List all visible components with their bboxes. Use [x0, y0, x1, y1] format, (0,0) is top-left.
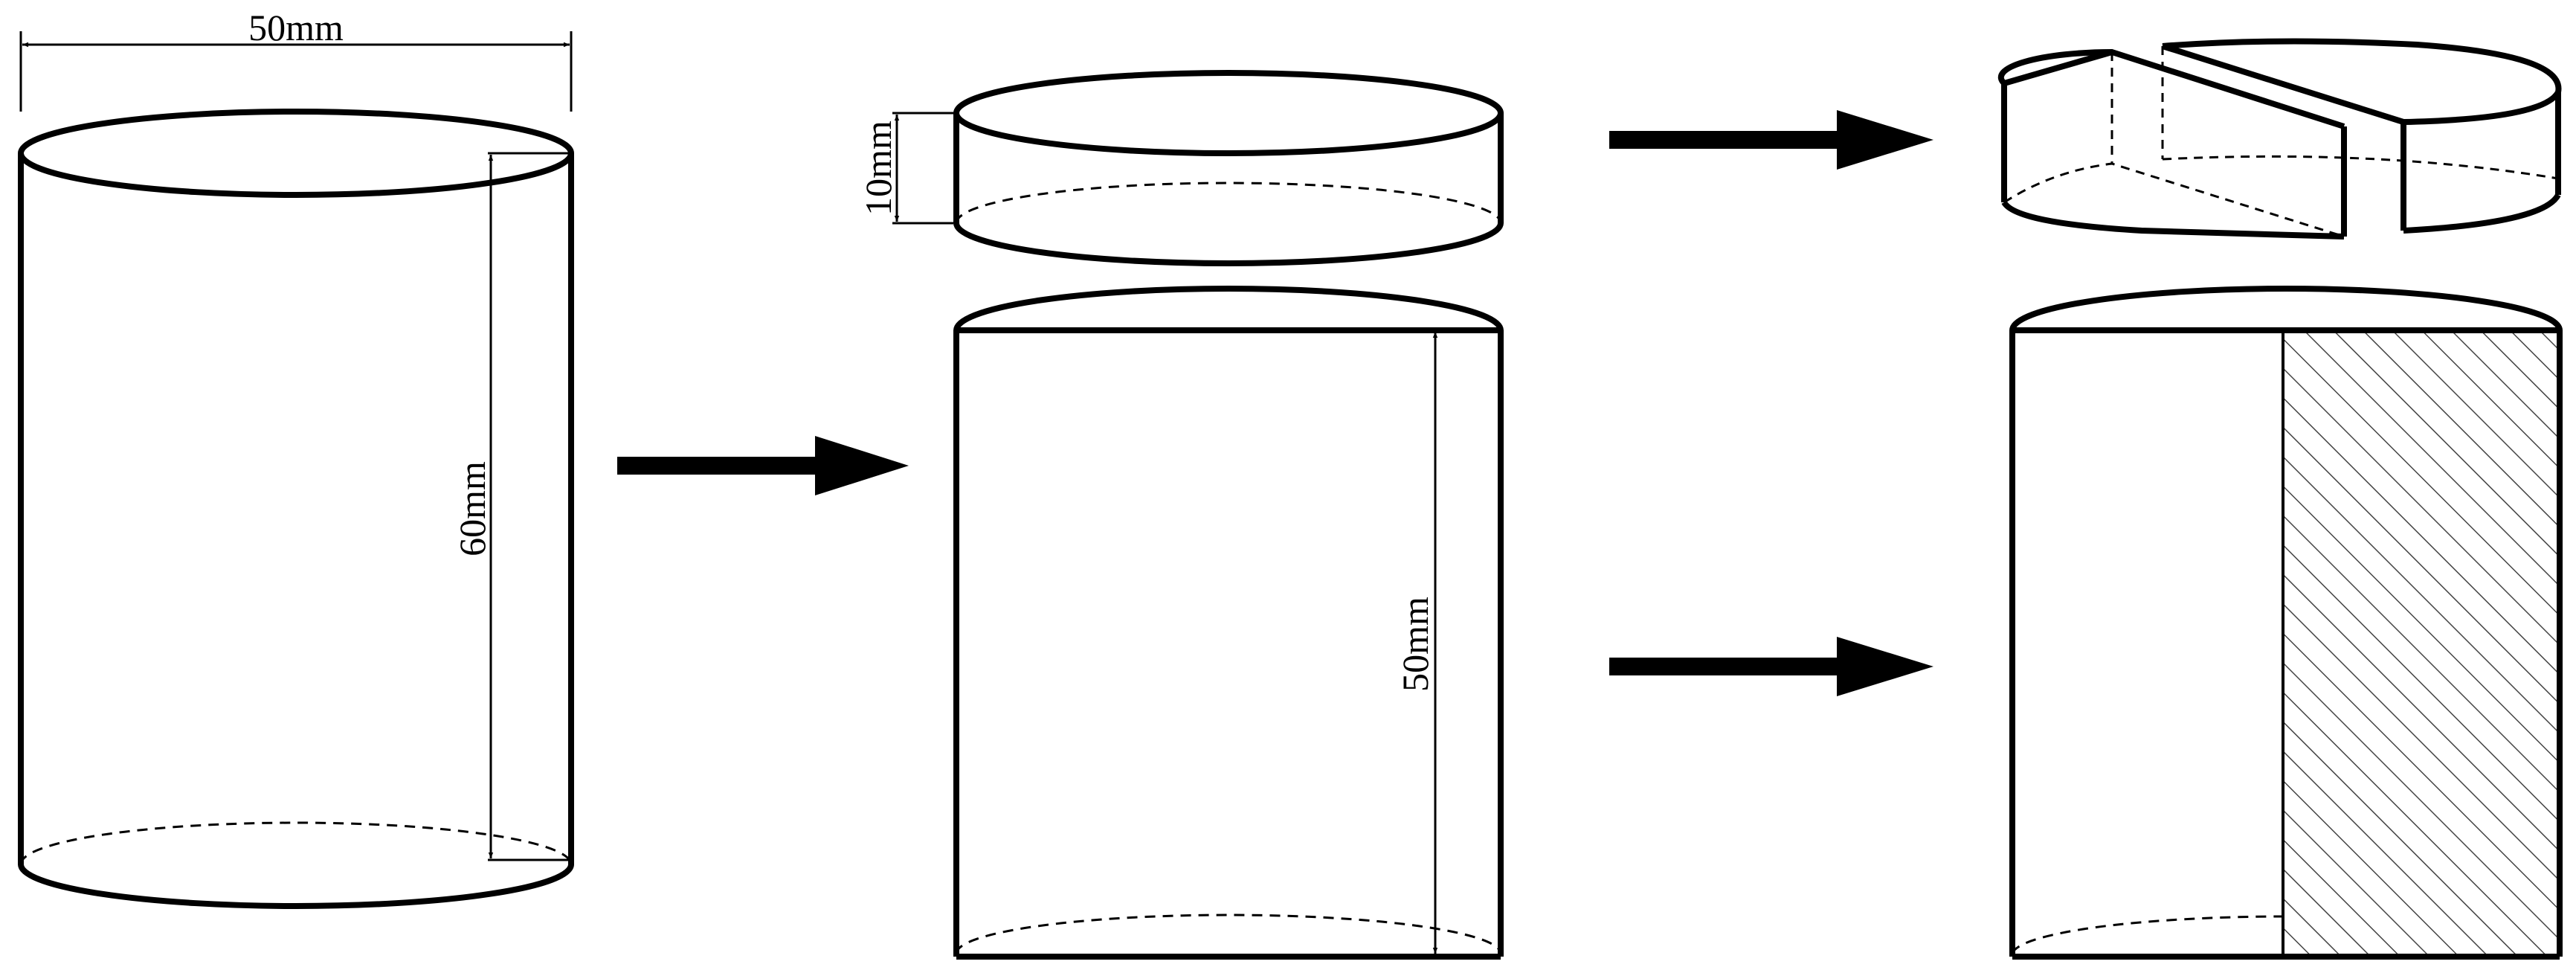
- width-dimension-label: 50mm: [248, 7, 344, 48]
- arrow-right-icon-top: [1609, 110, 1933, 170]
- height-dimension: [488, 152, 568, 861]
- remaining-height-dimension-label: 50mm: [1394, 597, 1436, 692]
- sectioned-cylinder: [2009, 286, 2563, 960]
- remaining-cylinder-top-arc: [953, 286, 1504, 331]
- original-cylinder-bottom-hidden: [19, 821, 573, 865]
- arrow-right-icon: [617, 436, 909, 495]
- split-slice-right-piece: [2161, 38, 2562, 234]
- width-dimension: [19, 31, 573, 112]
- height-dimension-label: 60mm: [451, 461, 493, 556]
- original-cylinder-bottom-front: [18, 864, 574, 909]
- original-cylinder: [18, 109, 574, 909]
- hatched-section: [2283, 330, 2560, 957]
- arrow-right-icon-bottom: [1609, 637, 1933, 696]
- sectioned-cylinder-top-arc: [2009, 286, 2563, 331]
- cut-slice: [953, 70, 1504, 266]
- sectioned-cylinder-bottom-hidden: [2011, 915, 2284, 954]
- slice-height-dimension-label: 10mm: [857, 121, 899, 216]
- cut-slice-bottom-front: [953, 222, 1504, 266]
- remaining-cylinder-bottom-hidden: [955, 913, 1502, 954]
- remaining-cylinder: [953, 286, 1504, 960]
- cut-slice-top: [953, 70, 1504, 156]
- split-slice-left-piece: [1997, 48, 2347, 240]
- cut-slice-bottom-hidden: [955, 182, 1502, 224]
- slice-height-dimension: [892, 112, 953, 225]
